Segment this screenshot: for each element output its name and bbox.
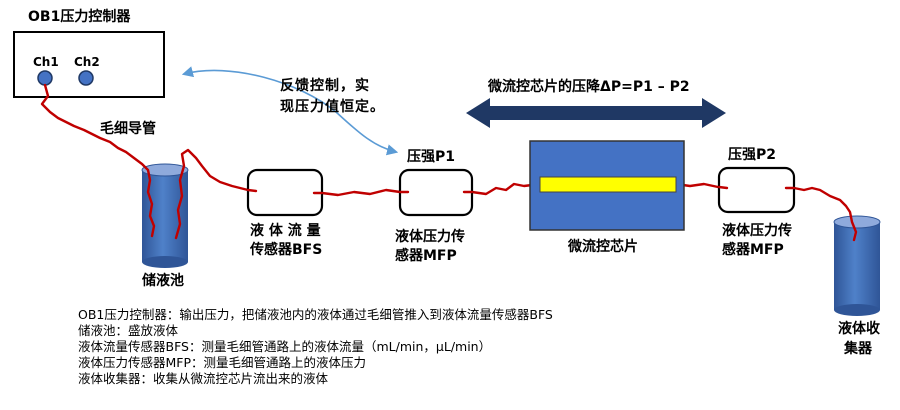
pressure-sensor-p2-box xyxy=(717,166,796,214)
reservoir-label: 储液池 xyxy=(142,273,184,289)
pressure-sensor-p2-label-line1: 液体压力传 xyxy=(722,223,792,239)
tube-p2-to-collector xyxy=(792,186,858,242)
chip-label: 微流控芯片 xyxy=(568,239,638,255)
tubing-label: 毛细导管 xyxy=(100,121,156,137)
ch2-port xyxy=(78,70,94,86)
ch2-label: Ch2 xyxy=(74,55,100,69)
pressure-drop-arrow xyxy=(466,98,726,128)
pressure-sensor-p1-label-line2: 感器MFP xyxy=(395,248,457,264)
p1-label: 压强P1 xyxy=(407,149,456,165)
collector-label-line1: 液体收 xyxy=(838,321,880,337)
pressure-drop-label: 微流控芯片的压降ΔP=P1 – P2 xyxy=(488,79,690,95)
ch1-label: Ch1 xyxy=(33,55,59,69)
flow-sensor-box xyxy=(246,168,324,217)
tube-controller-to-reservoir xyxy=(40,83,156,238)
pressure-sensor-p1-box xyxy=(398,168,474,217)
chip-channel xyxy=(539,176,677,193)
description-line: OB1压力控制器：输出压力，把储液池内的液体通过毛细管推入到液体流量传感器BFS xyxy=(78,307,553,322)
tube-stub xyxy=(717,185,729,190)
pressure-sensor-p1-label-line1: 液体压力传 xyxy=(395,229,465,245)
feedback-arrow xyxy=(181,66,399,156)
collector-label-line2: 集器 xyxy=(844,341,872,357)
description-line: 液体压力传感器MFP：测量毛细管通路上的液体压力 xyxy=(78,355,367,370)
pressure-sensor-p2-label-line2: 感器MFP xyxy=(722,242,784,258)
controller-box xyxy=(13,31,165,98)
description-line: 储液池：盛放液体 xyxy=(78,323,179,338)
description-line: 液体流量传感器BFS：测量毛细管通路上的液体流量（mL/min，µL/min） xyxy=(78,339,492,354)
tube-p1-to-chip xyxy=(470,182,542,196)
description-line: 液体收集器：收集从微流控芯片流出来的液体 xyxy=(78,371,329,386)
flow-sensor-label-line1: 液 体 流 量 xyxy=(250,223,321,239)
p2-label: 压强P2 xyxy=(728,147,777,163)
feedback-label-line1: 反馈控制，实 xyxy=(280,78,370,94)
feedback-label-line2: 现压力值恒定。 xyxy=(280,99,385,115)
tube-stub xyxy=(246,188,258,193)
controller-title: OB1压力控制器 xyxy=(28,9,131,25)
flow-sensor-label-line2: 传感器BFS xyxy=(250,242,323,258)
collector xyxy=(833,215,881,316)
tube-flow-sensor-to-p1 xyxy=(320,188,402,197)
ch1-port xyxy=(37,70,53,86)
